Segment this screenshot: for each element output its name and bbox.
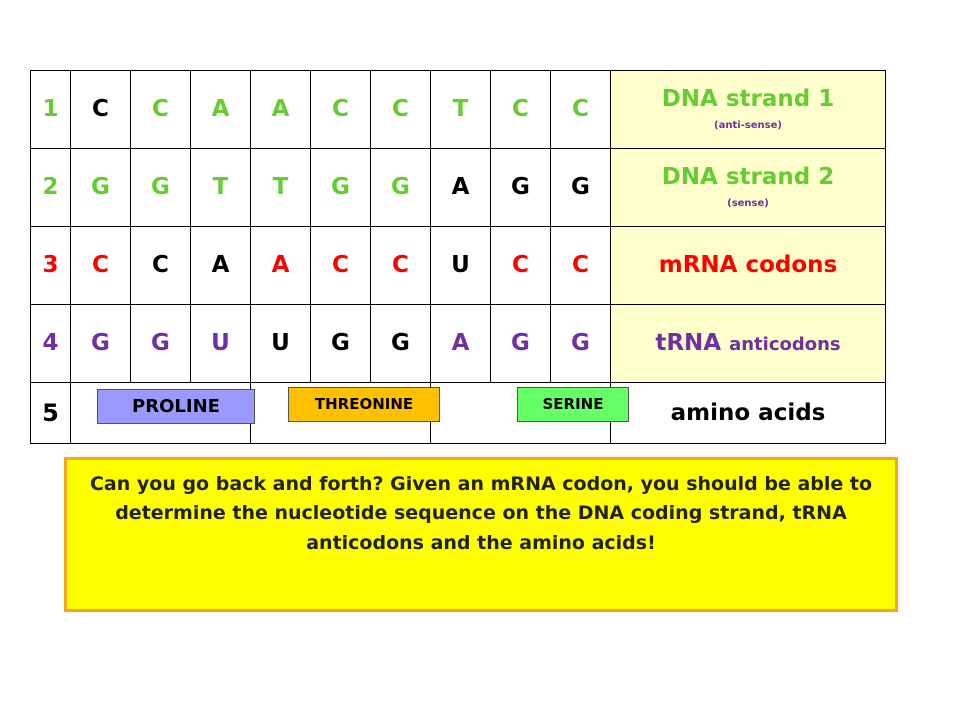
base-cell: G [370, 148, 431, 227]
base-cell: T [250, 148, 311, 227]
row-label-sub: (sense) [727, 198, 769, 209]
row-number: 5 [30, 382, 71, 444]
base-cell: C [310, 70, 371, 149]
base-cell: C [370, 226, 431, 305]
proline-badge: PROLINE [97, 389, 255, 424]
row-label-text: amino acids [670, 399, 826, 426]
row-label: amino acids [610, 382, 886, 444]
instruction-note: Can you go back and forth? Given an mRNA… [64, 457, 898, 612]
row-label: tRNA anticodons [610, 304, 886, 383]
base-cell: U [190, 304, 251, 383]
base-cell: C [130, 70, 191, 149]
base-cell: G [70, 148, 131, 227]
base-cell: C [490, 226, 551, 305]
base-cell: C [550, 226, 611, 305]
base-cell: G [70, 304, 131, 383]
row-label-text: mRNA codons [658, 252, 838, 278]
row-number: 4 [30, 304, 71, 383]
base-cell: T [430, 70, 491, 149]
base-cell: A [190, 226, 251, 305]
row-number: 1 [30, 70, 71, 149]
base-cell: G [130, 148, 191, 227]
base-cell: C [310, 226, 371, 305]
base-cell: A [250, 70, 311, 149]
base-cell: C [490, 70, 551, 149]
row-label-sub: (anti-sense) [714, 120, 782, 131]
row-label: DNA strand 1 (anti-sense) [610, 70, 886, 149]
base-cell: G [370, 304, 431, 383]
base-cell: A [250, 226, 311, 305]
row-label-text: DNA strand 1 [661, 86, 835, 112]
base-cell: C [370, 70, 431, 149]
base-cell: A [190, 70, 251, 149]
base-cell: G [490, 148, 551, 227]
base-cell: G [550, 304, 611, 383]
row-label: mRNA codons [610, 226, 886, 305]
row-number: 2 [30, 148, 71, 227]
base-cell: C [550, 70, 611, 149]
base-cell: C [70, 226, 131, 305]
serine-badge: SERINE [517, 387, 629, 422]
row-label: DNA strand 2 (sense) [610, 148, 886, 227]
base-cell: T [190, 148, 251, 227]
base-cell: C [130, 226, 191, 305]
base-cell: G [130, 304, 191, 383]
row-label-text: tRNA [655, 330, 730, 356]
base-cell: A [430, 304, 491, 383]
threonine-badge: THREONINE [288, 387, 440, 422]
row-number: 3 [30, 226, 71, 305]
base-cell: G [550, 148, 611, 227]
base-cell: A [430, 148, 491, 227]
row-label-text: DNA strand 2 [661, 164, 835, 190]
base-cell: G [310, 148, 371, 227]
base-cell: U [250, 304, 311, 383]
base-cell: G [310, 304, 371, 383]
base-cell: U [430, 226, 491, 305]
base-cell: C [70, 70, 131, 149]
row-label-small: anticodons [729, 334, 841, 355]
base-cell: G [490, 304, 551, 383]
